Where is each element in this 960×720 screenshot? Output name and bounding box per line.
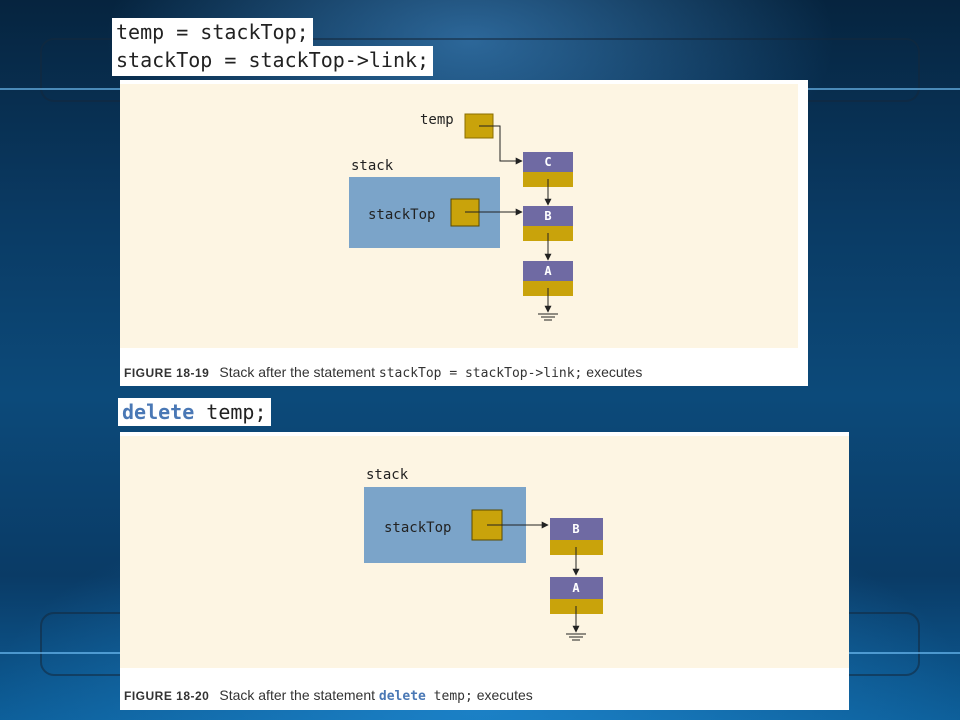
figure-18-19-diagram: temp stack stackTop C B A <box>120 84 798 348</box>
caption-text: Stack after the statement <box>219 364 379 380</box>
node-b-label: B <box>544 209 551 223</box>
stack-label: stack <box>366 467 409 483</box>
figure-number: FIGURE 18-20 <box>124 689 210 703</box>
code-statement-delete: delete temp; <box>118 398 271 426</box>
caption-code: temp; <box>425 689 473 704</box>
code-statement-stacktop: stackTop = stackTop->link; <box>112 46 434 76</box>
node-b-info <box>550 518 603 540</box>
figure-18-20-caption: FIGURE 18-20 Stack after the statement de… <box>124 687 533 704</box>
stacktop-label: stackTop <box>368 207 435 223</box>
node-c-label: C <box>544 155 551 169</box>
node-b-info <box>523 206 573 226</box>
node-a-label: A <box>544 264 552 278</box>
caption-text: Stack after the statement <box>219 687 379 703</box>
node-c-info <box>523 152 573 172</box>
figure-18-19: temp stack stackTop C B A FIGURE 18-19 St… <box>120 80 808 386</box>
caption-code-keyword: delete <box>378 689 426 704</box>
figure-18-19-caption: FIGURE 18-19 Stack after the statement st… <box>124 364 642 381</box>
node-a-label: A <box>572 581 580 595</box>
figure-18-20-diagram: stack stackTop B A <box>120 436 849 668</box>
code-text: stackTop = stackTop->link; <box>116 48 430 72</box>
code-text: temp = stackTop; <box>116 20 309 44</box>
node-b-label: B <box>572 522 579 536</box>
caption-code: stackTop = stackTop->link; <box>378 366 583 381</box>
code-text: temp; <box>194 400 267 424</box>
caption-text-end: executes <box>582 364 643 380</box>
temp-label: temp <box>420 112 454 128</box>
null-ground-icon <box>538 313 558 321</box>
node-a-info <box>550 577 603 599</box>
temp-arrow <box>479 125 523 165</box>
code-statement-temp: temp = stackTop; <box>112 18 313 46</box>
null-ground-icon <box>566 633 586 641</box>
code-keyword: delete <box>122 400 195 424</box>
stack-label: stack <box>351 158 394 174</box>
node-a-info <box>523 261 573 281</box>
stacktop-label: stackTop <box>384 520 451 536</box>
figure-number: FIGURE 18-19 <box>124 366 210 380</box>
figure-18-20: stack stackTop B A FIGURE 18-20 Stack aft… <box>120 432 849 710</box>
caption-text-end: executes <box>472 687 533 703</box>
